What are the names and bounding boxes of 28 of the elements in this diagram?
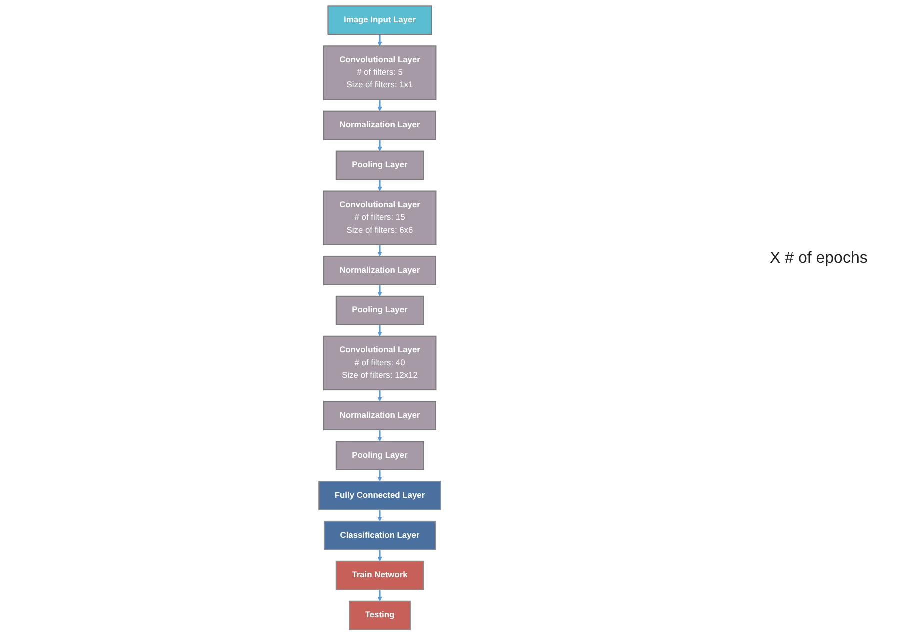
- node-box: Convolutional Layer # of filters: 40 Size of filters: 12x12: [323, 336, 437, 391]
- node-box: Fully Connected Layer: [318, 481, 442, 510]
- node-box: Convolutional Layer # of filters: 15 Size of filters: 6x6: [323, 190, 437, 246]
- arrow: [378, 140, 382, 152]
- node-box: Normalization Layer: [324, 110, 436, 140]
- arrow: [378, 180, 382, 192]
- node-box: Pooling Layer: [336, 150, 424, 180]
- node-box: Image Input Layer: [328, 6, 432, 36]
- node-box: Testing: [349, 600, 411, 630]
- arrow: [378, 590, 382, 602]
- arrow: [378, 430, 382, 442]
- node-box: Classification Layer: [324, 520, 436, 550]
- arrow: [378, 470, 382, 482]
- node-box: Normalization Layer: [324, 401, 436, 431]
- node-box: Pooling Layer: [336, 441, 424, 470]
- arrow: [378, 550, 382, 562]
- note-text: X # of epochs: [770, 250, 868, 268]
- node-box: Convolutional Layer # of filters: 5 Size of filters: 1x1: [323, 46, 437, 100]
- arrow: [378, 324, 382, 337]
- node-box: Pooling Layer: [336, 296, 424, 326]
- arrow: [378, 284, 382, 297]
- arrow: [378, 34, 382, 46]
- arrow: [378, 100, 382, 112]
- node-box: Normalization Layer: [324, 256, 436, 286]
- arrow: [378, 510, 382, 522]
- arrow: [378, 390, 382, 402]
- arrow: [378, 244, 382, 257]
- node-box: Train Network: [336, 560, 424, 590]
